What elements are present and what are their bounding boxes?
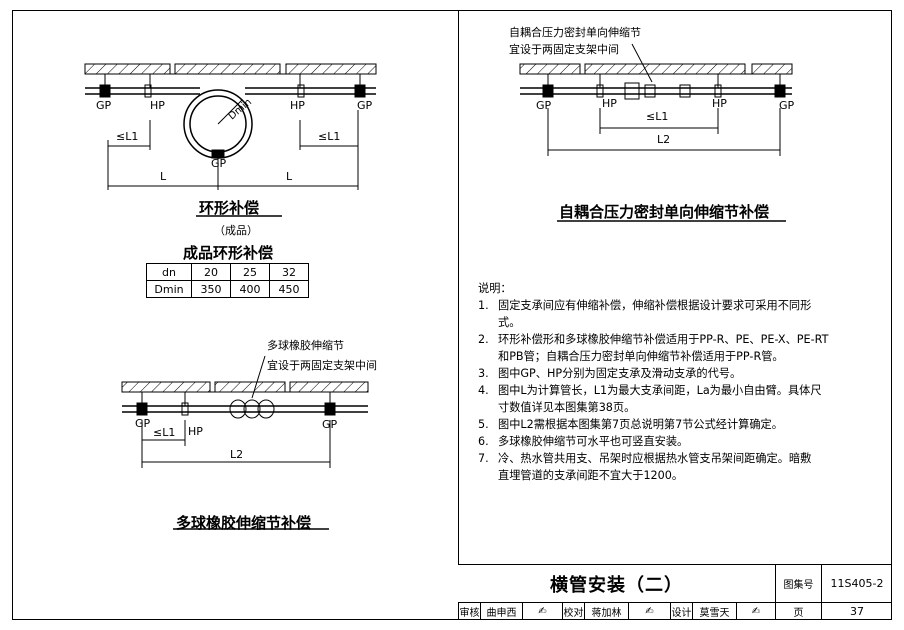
table-cell: 25 — [230, 263, 270, 281]
table-row: Dmin 350 400 450 — [146, 280, 309, 298]
atlas-number: 11S405-2 — [821, 564, 892, 602]
seal-l1-label: ≤L1 — [646, 110, 669, 123]
note-line: 1. 固定支承间应有伸缩补偿，伸缩补偿根据设计要求可采用不同形 — [478, 297, 878, 314]
note-line: 4. 图中L为计算管长，L1为最大支承间距，La为最小自由臂。具体尺 — [478, 382, 878, 399]
seal-l2-label: L2 — [657, 133, 671, 146]
ring-diagram — [84, 63, 377, 190]
rubber-l1-label: ≤L1 — [153, 426, 176, 439]
ring-l-right-label: L — [286, 170, 293, 183]
check-signature: ✍ — [628, 602, 670, 620]
ring-dimension-table: dn 20 25 32 Dmin 350 400 450 — [146, 263, 309, 298]
design-label: 设计 — [670, 602, 692, 620]
ring-l1-right-label: ≤L1 — [318, 130, 341, 143]
notes-block: 说明： 1. 固定支承间应有伸缩补偿，伸缩补偿根据设计要求可采用不同形式。 2. 环形… — [478, 280, 878, 484]
note-number — [478, 314, 498, 331]
design-name: 莫雪天 — [692, 602, 736, 620]
note-text: 图中L2需根据本图集第7页总说明第7节公式经计算确定。 — [498, 418, 783, 431]
note-number: 2. — [478, 333, 489, 346]
note-text: 寸数值详见本图集第38页。 — [498, 401, 636, 414]
seal-callout-1: 自耦合压力密封单向伸缩节 — [509, 26, 641, 39]
note-number: 4. — [478, 384, 489, 397]
seal-gp-right-label: GP — [779, 99, 795, 112]
center-divider — [458, 10, 459, 564]
note-text: 冷、热水管共用支、吊架时应根据热水管支吊架间距确定。暗敷 — [498, 452, 812, 465]
note-text: 固定支承间应有伸缩补偿，伸缩补偿根据设计要求可采用不同形 — [498, 299, 812, 312]
ring-hp-left-label: HP — [150, 99, 165, 112]
table-cell: dn — [146, 263, 192, 281]
table-cell: 350 — [191, 280, 231, 298]
ring-gp-left-label: GP — [96, 99, 112, 112]
note-line: 直埋管道的支承间距不宜大于1200。 — [478, 467, 878, 484]
seal-gp-left-label: GP — [536, 99, 552, 112]
note-number: 5. — [478, 418, 489, 431]
note-text: 图中L为计算管长，L1为最大支承间距，La为最小自由臂。具体尺 — [498, 384, 822, 397]
note-line: 3. 图中GP、HP分别为固定支承及滑动支承的代号。 — [478, 365, 878, 382]
seal-title: 自耦合压力密封单向伸缩节补偿 — [559, 203, 770, 221]
page-label: 页 — [775, 602, 821, 620]
table-cell: 400 — [230, 280, 270, 298]
note-number — [478, 467, 498, 484]
note-text: 直埋管道的支承间距不宜大于1200。 — [498, 469, 684, 482]
drawing-title: 横管安装（二） — [458, 564, 776, 603]
rubber-gp-right-label: GP — [322, 418, 338, 431]
note-text: 图中GP、HP分别为固定支承及滑动支承的代号。 — [498, 367, 742, 380]
ring-hp-right-label: HP — [290, 99, 305, 112]
seal-hp-left-label: HP — [602, 97, 617, 110]
design-signature: ✍ — [736, 602, 775, 620]
ring-table-title: 成品环形补偿 — [183, 244, 274, 262]
page-number: 37 — [821, 602, 892, 620]
note-number — [478, 399, 498, 416]
ring-title: 环形补偿 — [199, 199, 260, 217]
rubber-title: 多球橡胶伸缩节补偿 — [176, 514, 312, 532]
review-signature: ✍ — [522, 602, 562, 620]
seal-hp-right-label: HP — [712, 97, 727, 110]
ring-gp-right-label: GP — [357, 99, 373, 112]
seal-callout-2: 宜设于两固定支架中间 — [509, 43, 619, 56]
seal-diagram — [519, 43, 793, 156]
table-cell: 20 — [191, 263, 231, 281]
table-row: dn 20 25 32 — [146, 263, 309, 281]
atlas-label: 图集号 — [775, 564, 821, 602]
notes-list: 1. 固定支承间应有伸缩补偿，伸缩补偿根据设计要求可采用不同形式。 2. 环形补偿形和… — [478, 297, 878, 484]
table-cell: 32 — [269, 263, 309, 281]
note-number: 7. — [478, 452, 489, 465]
note-line: 式。 — [478, 314, 878, 331]
check-name: 蒋加林 — [584, 602, 628, 620]
note-number: 3. — [478, 367, 489, 380]
rubber-callout-2: 宜设于两固定支架中间 — [267, 359, 377, 372]
note-text: 多球橡胶伸缩节可水平也可竖直安装。 — [498, 435, 689, 448]
rubber-diagram — [121, 355, 369, 468]
note-line: 5. 图中L2需根据本图集第7页总说明第7节公式经计算确定。 — [478, 416, 878, 433]
note-number — [478, 348, 498, 365]
sheet-border — [12, 10, 892, 620]
rubber-hp-label: HP — [188, 425, 203, 438]
note-number: 1. — [478, 299, 489, 312]
title-block: 横管安装（二） 图集号 11S405-2 审核 曲申西 ✍ 校对 蒋加林 ✍ 设… — [458, 564, 892, 620]
note-line: 和PB管；自耦合压力密封单向伸缩节补偿适用于PP-R管。 — [478, 348, 878, 365]
review-label: 审核 — [458, 602, 480, 620]
note-line: 2. 环形补偿形和多球橡胶伸缩节补偿适用于PP-R、PE、PE-X、PE-RT — [478, 331, 878, 348]
ring-gp-bottom-label: GP — [211, 157, 227, 170]
table-cell: Dmin — [146, 280, 192, 298]
note-text: 环形补偿形和多球橡胶伸缩节补偿适用于PP-R、PE、PE-X、PE-RT — [498, 333, 829, 346]
check-label: 校对 — [562, 602, 584, 620]
rubber-callout-1: 多球橡胶伸缩节 — [267, 339, 344, 352]
note-line: 7. 冷、热水管共用支、吊架时应根据热水管支吊架间距确定。暗敷 — [478, 450, 878, 467]
note-line: 6. 多球橡胶伸缩节可水平也可竖直安装。 — [478, 433, 878, 450]
table-cell: 450 — [269, 280, 309, 298]
ring-l-left-label: L — [160, 170, 167, 183]
notes-heading: 说明： — [478, 282, 512, 295]
note-line: 寸数值详见本图集第38页。 — [478, 399, 878, 416]
review-name: 曲申西 — [480, 602, 522, 620]
note-text: 式。 — [498, 316, 521, 329]
note-text: 和PB管；自耦合压力密封单向伸缩节补偿适用于PP-R管。 — [498, 350, 784, 363]
rubber-gp-left-label: GP — [135, 417, 151, 430]
note-number: 6. — [478, 435, 489, 448]
ring-l1-left-label: ≤L1 — [116, 130, 139, 143]
ring-subtitle: （成品） — [214, 224, 258, 237]
rubber-l2-label: L2 — [230, 448, 244, 461]
